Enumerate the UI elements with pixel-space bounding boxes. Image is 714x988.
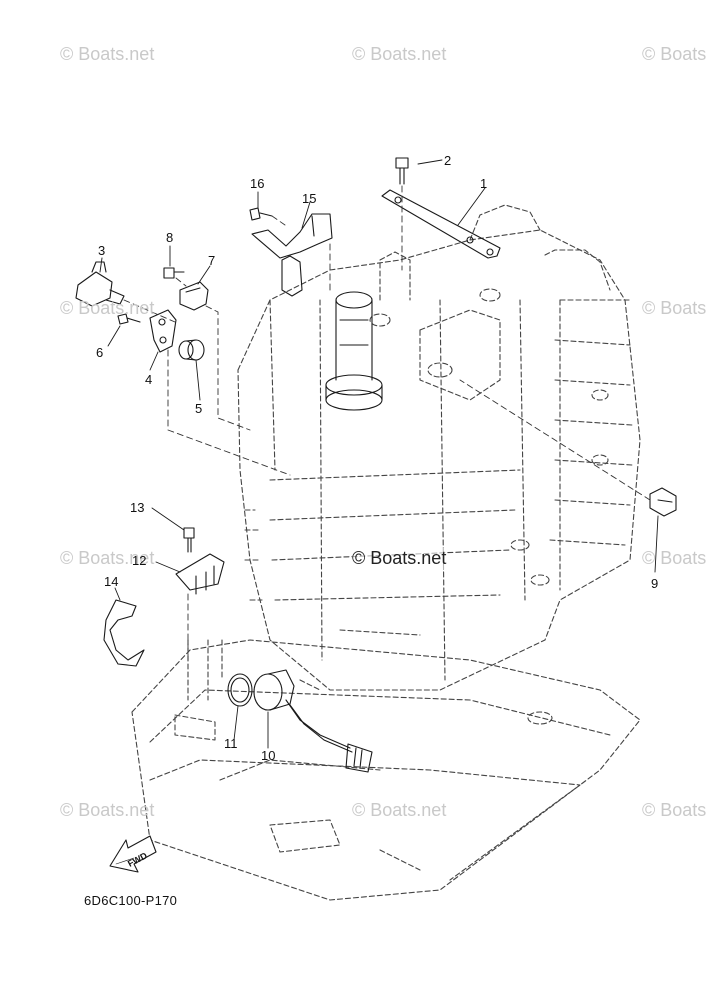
callout-part-8: 8 [166,230,174,245]
leader-lines [99,159,659,749]
center-watermark: © Boats.net [352,548,447,569]
part-12-clip-plate [175,553,225,595]
callout-part-4: 4 [145,372,153,387]
watermark: © Boats.net [60,44,155,64]
crankshaft-top [281,255,383,411]
callout-part-13: 13 [130,500,145,515]
part-7-clamp [179,281,209,311]
watermark: © Boats.net [352,800,447,820]
part-15-bracket [251,213,333,259]
watermark: © Boats [642,800,707,820]
part-10-connector [253,669,373,773]
watermark: © Boats.net [352,44,447,64]
part-9-sensor [649,487,677,517]
lower-cowling-outline [131,639,641,901]
callout-part-3: 3 [98,243,106,258]
assembly-lines [123,185,651,661]
watermark: © Boats.net [60,800,155,820]
part-1-plate [381,189,501,259]
engine-block-outline [237,204,641,691]
fwd-arrow-icon [109,835,157,873]
diagram-code: 6D6C100-P170 [84,893,178,908]
fwd-label-graphic: FWD [126,850,149,869]
part-6-screw [117,313,141,325]
callout-part-14: 14 [104,574,119,589]
part-14-harness-clip [103,599,145,667]
callout-part-11: 11 [224,736,238,751]
watermark: © Boats.net [60,298,155,318]
part-4-bracket [149,309,177,353]
watermark: © Boats [642,298,707,318]
part-2-bolt [395,157,409,185]
part-13-screw [183,527,195,553]
callout-part-1: 1 [480,176,488,191]
callout-part-7: 7 [208,253,216,268]
callout-part-15: 15 [302,191,317,206]
fwd-label: FWD [126,850,149,869]
callout-part-6: 6 [96,345,104,360]
callout-part-9: 9 [651,576,659,591]
part-3-sensor [75,261,125,307]
watermark: © Boats [642,44,707,64]
callout-part-2: 2 [444,153,452,168]
watermark: © Boats.net [60,548,155,568]
part-8-bolt [163,267,185,279]
watermark: © Boats [642,548,707,568]
part-5-grommet [178,339,205,361]
part-11-o-ring [227,673,253,707]
part-16-bolt [249,207,273,221]
callout-part-10: 10 [261,748,276,763]
callout-part-16: 16 [250,176,265,191]
callout-part-12: 12 [132,553,147,568]
callout-part-5: 5 [195,401,203,416]
